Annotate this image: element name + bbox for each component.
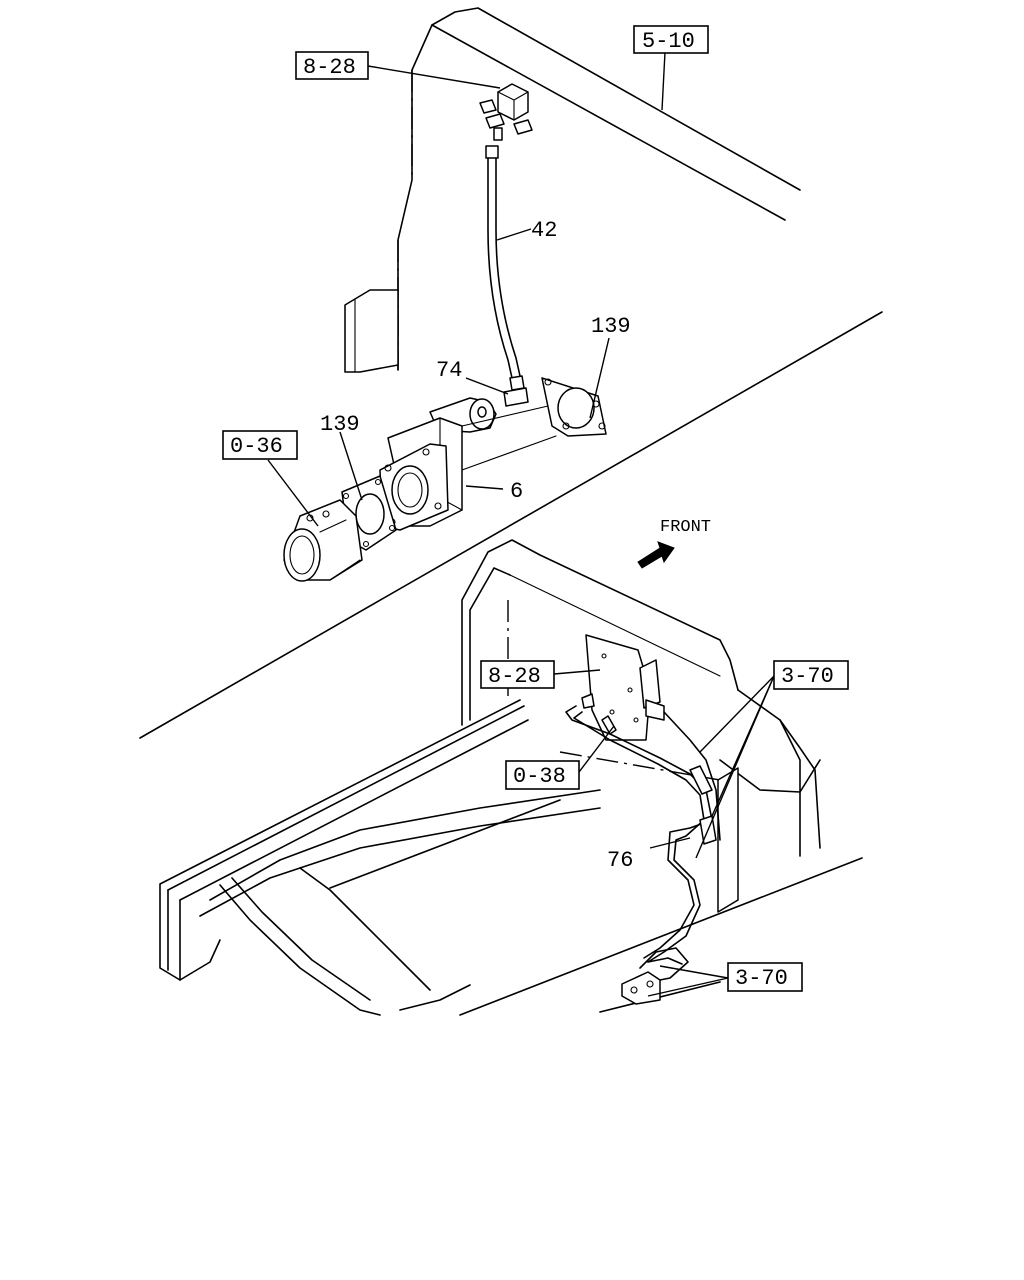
hose — [485, 145, 521, 379]
part-number-elbow: 74 — [436, 358, 462, 383]
leader-lines — [267, 51, 775, 997]
callout-text: 3-70 — [781, 664, 834, 689]
callout-5-10: 5-10 — [633, 25, 709, 54]
exhaust-pipe-flange — [283, 499, 363, 582]
callout-0-36: 0-36 — [222, 430, 298, 460]
part-number-gasket-right: 139 — [591, 314, 631, 339]
front-arrow-icon — [637, 541, 675, 569]
solenoid-valve — [479, 83, 533, 141]
callout-text: 0-38 — [513, 764, 566, 789]
frame-bracket-block — [344, 289, 399, 373]
callout-8-28-top: 8-28 — [295, 51, 369, 80]
pipe-line — [565, 705, 721, 963]
lower-solenoid-valve — [581, 659, 665, 721]
part-number-pipe: 76 — [607, 848, 633, 873]
part-number-gasket-left: 139 — [320, 412, 360, 437]
front-label: FRONT — [660, 518, 711, 537]
exhaust-brake-valve — [379, 397, 557, 531]
callout-text: 5-10 — [642, 29, 695, 54]
callout-8-28-bottom: 8-28 — [480, 660, 555, 689]
callout-text: 3-70 — [735, 966, 788, 991]
cab-outline — [397, 7, 801, 371]
callout-text: 0-36 — [230, 434, 283, 459]
callout-3-70-upper: 3-70 — [773, 660, 849, 690]
elbow-fitting — [503, 375, 529, 407]
callout-3-70-lower: 3-70 — [727, 962, 803, 992]
callout-text: 8-28 — [303, 55, 356, 80]
part-number-exhaust-brake-valve: 6 — [510, 479, 523, 504]
section-divider-line — [139, 311, 883, 739]
chassis-frame — [159, 539, 863, 1016]
gasket-right — [541, 377, 607, 437]
part-number-hose: 42 — [531, 218, 557, 243]
callout-0-38: 0-38 — [505, 760, 580, 790]
callout-text: 8-28 — [488, 664, 541, 689]
lower-pipe-connector — [621, 947, 689, 1005]
